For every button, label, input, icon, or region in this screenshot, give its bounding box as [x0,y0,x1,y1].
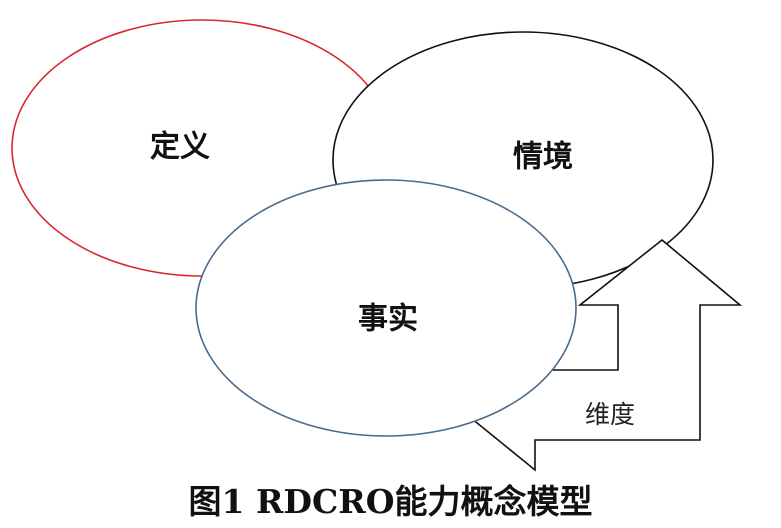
definition-label: 定义 [150,130,210,165]
dimension-label: 维度 [585,400,635,429]
context-label: 情境 [513,140,573,175]
figure-caption: 图1 RDCRO能力概念模型 [188,482,593,521]
fact-ellipse [195,179,577,437]
fact-label: 事实 [358,302,418,337]
